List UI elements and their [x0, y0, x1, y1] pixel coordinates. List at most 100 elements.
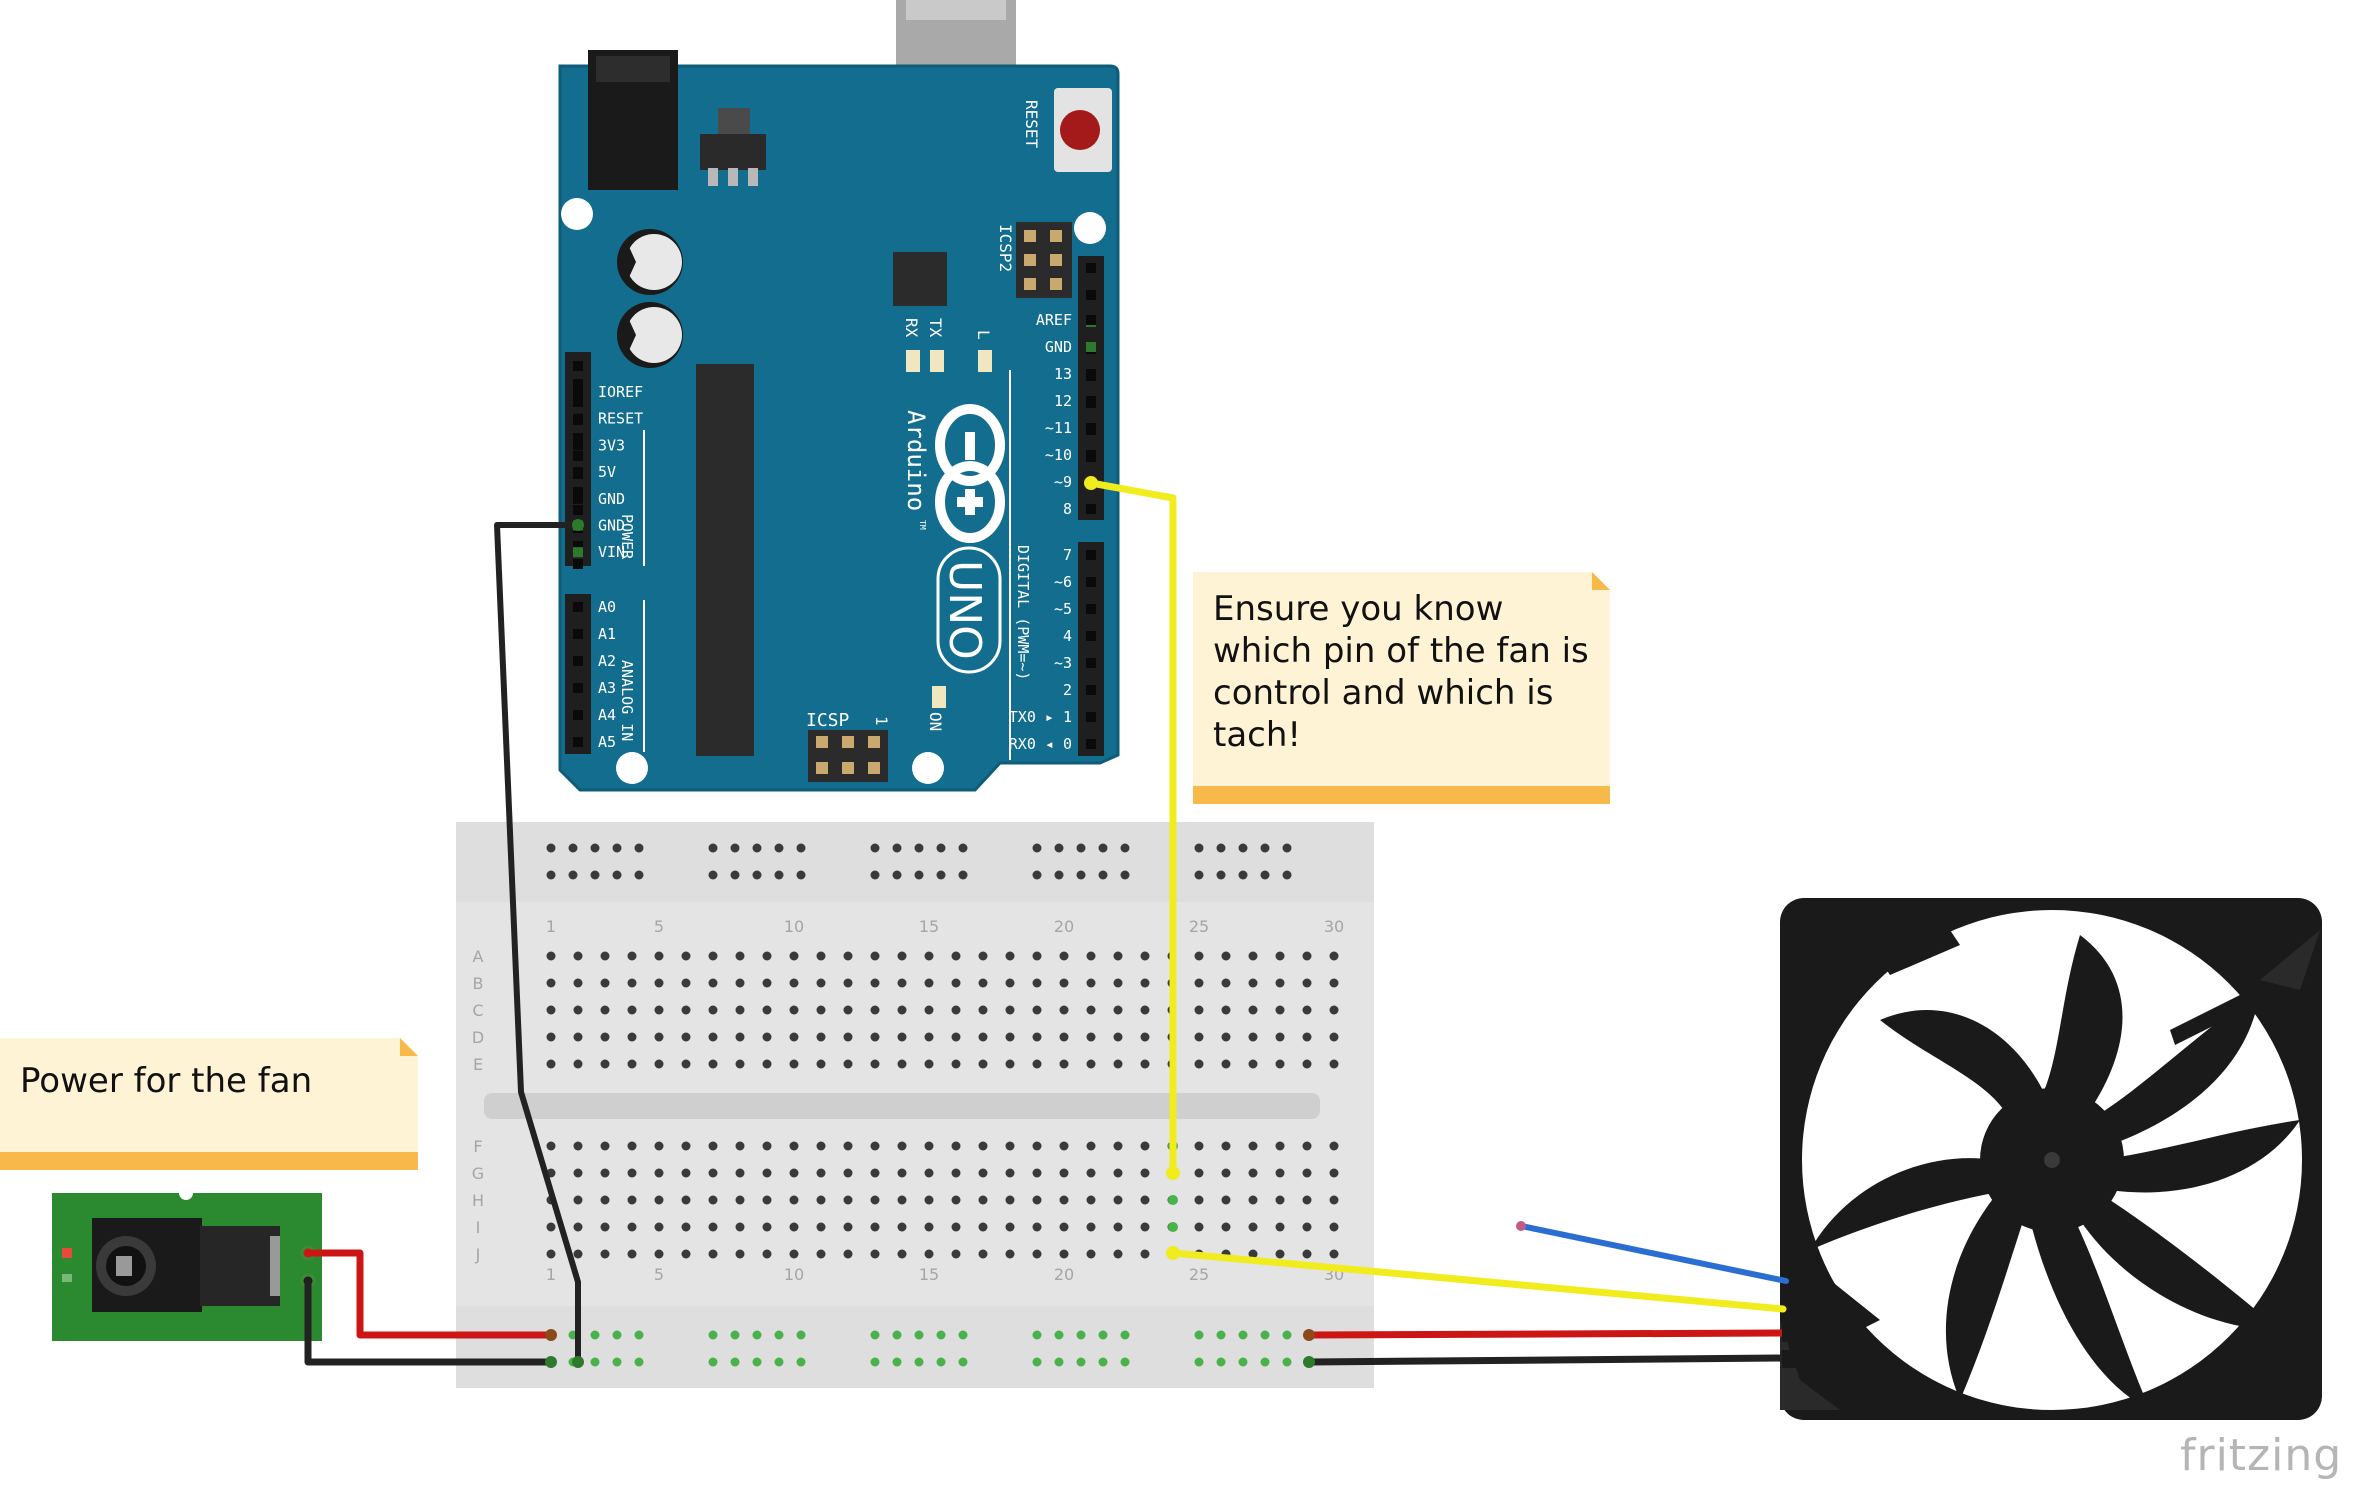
rail-hole — [1032, 1357, 1042, 1367]
breadboard-hole — [1059, 1195, 1069, 1205]
wire-signal-pin9 — [1087, 479, 1177, 1177]
rail-hole — [1098, 870, 1108, 880]
breadboard-hole — [1194, 1005, 1204, 1015]
rail-hole — [568, 843, 578, 853]
rail-hole — [892, 1330, 902, 1340]
breadboard-hole — [1302, 1005, 1312, 1015]
breadboard-hole — [1194, 1195, 1204, 1205]
breadboard-hole — [681, 1249, 691, 1259]
breadboard-hole — [816, 1141, 826, 1151]
breadboard-hole — [1086, 1249, 1096, 1259]
breadboard-hole — [1329, 951, 1339, 961]
breadboard-hole — [951, 1168, 961, 1178]
breadboard-hole — [870, 1195, 880, 1205]
breadboard-hole — [573, 951, 583, 961]
breadboard-hole — [762, 1032, 772, 1042]
rail-hole — [634, 1357, 644, 1367]
breadboard-hole — [978, 1195, 988, 1205]
breadboard-hole — [1005, 978, 1015, 988]
header-pin — [573, 433, 583, 443]
breadboard-hole — [600, 1222, 610, 1232]
breadboard-hole — [789, 951, 799, 961]
breadboard-hole — [1194, 978, 1204, 988]
rail-hole — [1216, 1330, 1226, 1340]
breadboard-row-label: A — [473, 947, 484, 966]
rail-hole — [546, 843, 556, 853]
power_pins-pin-label: RESET — [598, 410, 643, 428]
rail-hole — [870, 843, 880, 853]
header-pin — [1086, 342, 1096, 352]
breadboard-hole — [1329, 1222, 1339, 1232]
breadboard-hole — [951, 1032, 961, 1042]
breadboard-hole — [924, 1059, 934, 1069]
header-pin — [1086, 604, 1096, 614]
breadboard-hole — [978, 1141, 988, 1151]
breadboard-hole — [1032, 978, 1042, 988]
breadboard-hole — [735, 951, 745, 961]
rail-hole — [914, 843, 924, 853]
breadboard-hole — [924, 1005, 934, 1015]
breadboard-hole — [681, 1005, 691, 1015]
breadboard-hole — [708, 1168, 718, 1178]
header-pin — [1086, 290, 1096, 300]
breadboard-hole — [1248, 1059, 1258, 1069]
rail-hole — [708, 870, 718, 880]
breadboard-row-label: B — [473, 974, 484, 993]
header-pin — [573, 629, 583, 639]
breadboard-hole — [762, 951, 772, 961]
breadboard-hole — [870, 1032, 880, 1042]
breadboard-column-label: 20 — [1054, 917, 1074, 936]
breadboard-hole — [1032, 1168, 1042, 1178]
breadboard-column-label: 25 — [1189, 1265, 1209, 1284]
brand-label: Arduino — [902, 410, 930, 511]
header-pin — [573, 361, 583, 371]
header-pin — [1086, 577, 1096, 587]
l-led-label: L — [974, 330, 993, 340]
breadboard-hole — [1248, 1249, 1258, 1259]
rail-hole — [774, 843, 784, 853]
breadboard-hole — [735, 1032, 745, 1042]
breadboard-hole — [1248, 1005, 1258, 1015]
breadboard-hole — [1221, 1141, 1231, 1151]
breadboard-hole — [1113, 1059, 1123, 1069]
header-pin — [573, 656, 583, 666]
breadboard-hole — [762, 1222, 772, 1232]
rail-hole — [1054, 870, 1064, 880]
breadboard-hole — [1275, 951, 1285, 961]
breadboard-hole — [816, 978, 826, 988]
breadboard-hole — [735, 1249, 745, 1259]
rail-hole — [774, 1357, 784, 1367]
breadboard-hole — [978, 978, 988, 988]
breadboard-hole — [654, 951, 664, 961]
header-pin — [1086, 450, 1096, 460]
breadboard-hole — [1329, 978, 1339, 988]
wire-fan-black — [1305, 1354, 1790, 1366]
analog-group-label: ANALOG IN — [618, 660, 636, 741]
breadboard-hole — [924, 978, 934, 988]
breadboard-hole — [789, 1005, 799, 1015]
breadboard-hole — [1302, 1222, 1312, 1232]
breadboard-hole — [627, 1032, 637, 1042]
breadboard-hole — [600, 1141, 610, 1151]
breadboard-hole — [1194, 1059, 1204, 1069]
breadboard-hole — [1140, 1168, 1150, 1178]
digital_top-pin-label: 12 — [1054, 392, 1072, 410]
breadboard-hole — [843, 1059, 853, 1069]
rail-hole — [752, 1357, 762, 1367]
note-text-fan-pins: Ensure you know which pin of the fan is … — [1213, 589, 1589, 755]
rail-hole — [546, 870, 556, 880]
analog_pins-pin-label: A0 — [598, 598, 616, 616]
breadboard-hole — [1275, 1195, 1285, 1205]
breadboard-hole — [762, 1059, 772, 1069]
breadboard-hole — [924, 1168, 934, 1178]
breadboard-hole — [1032, 1222, 1042, 1232]
breadboard-hole — [951, 1059, 961, 1069]
breadboard-hole — [1329, 1249, 1339, 1259]
rail-hole — [1032, 843, 1042, 853]
rail-hole — [958, 870, 968, 880]
power_pins-pin-label: GND — [598, 490, 625, 508]
breadboard-hole — [708, 1222, 718, 1232]
breadboard-hole — [600, 1059, 610, 1069]
breadboard-hole — [681, 1222, 691, 1232]
breadboard-hole — [1221, 951, 1231, 961]
